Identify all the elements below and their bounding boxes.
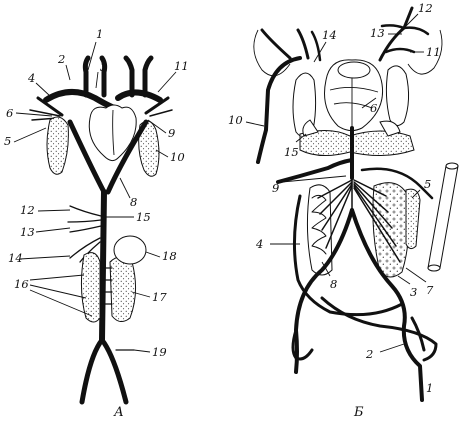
label-a-4: 4 [27,71,35,85]
label-b-2: 2 [365,347,373,361]
label-a-10: 10 [170,150,185,164]
label-a-1: 1 [96,27,103,41]
label-b-9: 9 [272,181,279,195]
label-a-18: 18 [162,249,177,263]
label-a-14: 14 [8,251,23,265]
label-a-8: 8 [130,195,137,209]
panel-label-b: Б [353,405,364,420]
label-b-12: 12 [418,1,433,15]
panel-label-a: А [113,405,124,420]
label-b-3: 3 [410,285,417,299]
label-b-5: 5 [424,177,431,191]
panel-a-leaders [13,41,177,353]
panel-a-drawing [29,55,173,405]
label-b-7: 7 [426,283,434,297]
label-a-6: 6 [6,106,13,120]
panel-a-labels: 1 2 3 4 5 6 9 10 11 8 12 13 15 14 18 16 … [4,27,189,359]
label-b-6: 6 [370,101,377,115]
label-a-17: 17 [152,290,167,304]
label-a-3: 3 [100,60,107,74]
label-a-16: 16 [14,277,29,291]
label-b-8: 8 [330,277,337,291]
label-a-12: 12 [20,203,35,217]
label-a-5: 5 [4,134,11,148]
panel-b-leaders [245,13,427,385]
label-a-15: 15 [136,210,151,224]
label-b-10: 10 [228,113,243,127]
label-b-4: 4 [255,237,263,251]
label-b-14: 14 [322,28,337,42]
panel-b-drawing [253,6,459,402]
label-a-9: 9 [168,126,175,140]
label-b-11: 11 [426,45,441,59]
label-a-11: 11 [174,59,189,73]
label-a-2: 2 [57,52,65,66]
label-b-1: 1 [426,381,433,395]
label-b-13: 13 [370,26,385,40]
label-a-19: 19 [152,345,167,359]
label-a-13: 13 [20,225,35,239]
panel-b-labels: 12 13 14 11 10 6 15 9 5 4 8 7 3 2 1 [228,1,441,395]
label-b-15: 15 [284,145,299,159]
